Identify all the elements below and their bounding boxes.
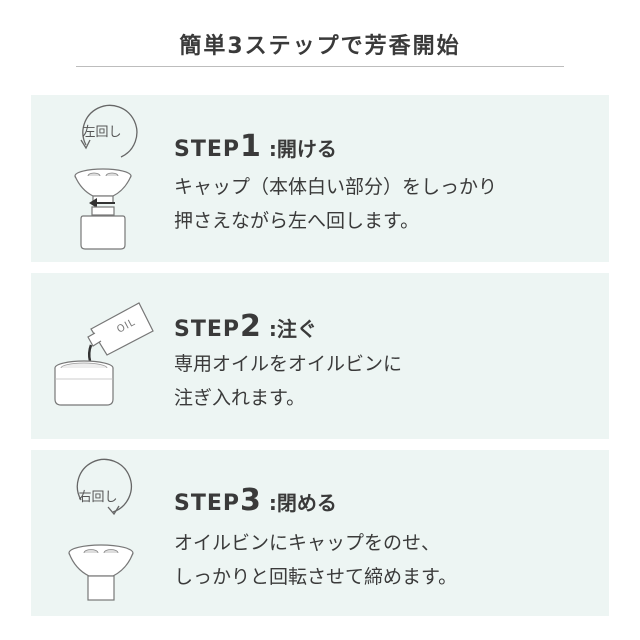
step-number: 1	[240, 129, 261, 164]
step-3-description: オイルビンにキャップをのせ、 しっかりと回転させて締めます。	[174, 526, 457, 594]
title-divider	[76, 66, 564, 67]
step-1-panel: 左回し STEP1:開ける キャップ（本体白い部分）をしっかり	[31, 95, 609, 262]
step-word: STEP	[174, 491, 241, 516]
description-line: 専用オイルをオイルビンに	[174, 353, 403, 375]
step-separator: :	[268, 137, 277, 161]
step-word: STEP	[174, 137, 241, 162]
arrow-icon	[89, 198, 115, 208]
description-line: キャップ（本体白い部分）をしっかり	[174, 176, 498, 198]
step-word: STEP	[174, 317, 241, 342]
bottle-icon	[80, 206, 126, 250]
step-separator: :	[268, 317, 277, 341]
step-name: 閉める	[276, 491, 337, 515]
rotate-left-icon	[80, 104, 138, 158]
step-1-heading: STEP1:開ける	[174, 129, 337, 164]
step-name: 注ぐ	[276, 317, 317, 341]
page-title: 簡単3ステップで芳香開始	[179, 34, 461, 59]
step-2-panel: OIL STEP2:注ぐ 専用オイルをオイルビンに 注ぎ入れます。	[31, 273, 609, 439]
description-line: 注ぎ入れます。	[174, 387, 306, 409]
step-3-illustration: 右回し	[31, 450, 176, 616]
step-number: 3	[240, 483, 261, 518]
cap-icon	[74, 168, 132, 204]
description-line: オイルビンにキャップをのせ、	[174, 532, 441, 554]
step-name: 開ける	[276, 137, 337, 161]
rotate-right-icon	[76, 458, 132, 516]
step-2-illustration: OIL	[31, 273, 176, 439]
step-separator: :	[268, 491, 277, 515]
oil-drip-icon	[87, 344, 93, 362]
description-line: しっかりと回転させて締めます。	[174, 566, 458, 588]
step-1-illustration: 左回し	[31, 95, 176, 262]
rotation-label: 左回し	[82, 125, 121, 140]
step-number: 2	[240, 309, 261, 344]
rotation-label: 右回し	[78, 490, 117, 505]
jar-icon	[54, 360, 114, 406]
step-3-heading: STEP3:閉める	[174, 483, 337, 518]
step-2-heading: STEP2:注ぐ	[174, 309, 317, 344]
step-1-description: キャップ（本体白い部分）をしっかり 押さえながら左へ回します。	[174, 170, 497, 238]
oil-pouch-icon: OIL	[87, 302, 154, 356]
step-2-description: 専用オイルをオイルビンに 注ぎ入れます。	[174, 347, 402, 415]
step-3-panel: 右回し STEP3:閉める オイルビンにキャップをのせ、 しっかりと回転させて締…	[31, 450, 609, 616]
cap-icon	[68, 544, 134, 601]
description-line: 押さえながら左へ回します。	[174, 210, 420, 232]
